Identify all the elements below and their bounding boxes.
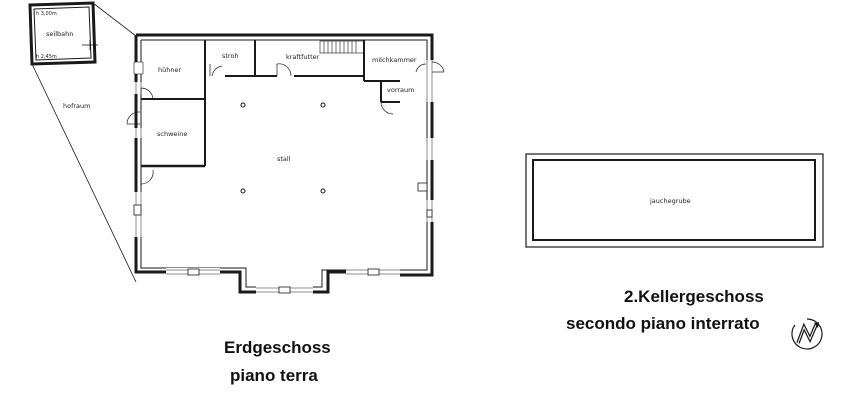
room-label-schweine: schweine — [157, 130, 187, 138]
room-label-milchkammer: milchkammer — [372, 56, 417, 64]
seilbahn-height-bottom: h 2,45m — [36, 54, 57, 60]
basement-caption-de: 2.Kellergeschoss — [624, 287, 764, 306]
ground-floor-caption-de: Erdgeschoss — [224, 338, 331, 357]
pillars — [240, 102, 326, 194]
room-label-stroh: stroh — [222, 52, 239, 60]
room-label-seilbahn: seilbahn — [46, 30, 73, 38]
seilbahn-height-top: h 3,00m — [36, 11, 57, 17]
room-label-stall: stall — [277, 155, 291, 163]
room-label-huehner: hühner — [158, 66, 181, 74]
stairs — [319, 40, 365, 54]
room-label-hofraum: hofraum — [63, 102, 91, 110]
room-label-vorraum: vorraum — [387, 86, 415, 94]
room-label-jauchegrube: jauchegrube — [649, 197, 691, 205]
ground-floor-caption-it: piano terra — [230, 366, 318, 385]
seilbahn-structure: seilbahn h 3,00m h 2,45m — [28, 1, 98, 66]
doors — [126, 61, 445, 185]
basement-caption-it: secondo piano interrato — [566, 314, 760, 333]
interior-walls — [141, 40, 400, 168]
jauchegrube-structure — [525, 153, 824, 248]
windows — [133, 60, 435, 294]
hofraum-outline — [31, 2, 137, 283]
room-label-kraftfutter: kraftfutter — [286, 53, 320, 61]
north-arrow-icon — [791, 318, 823, 350]
